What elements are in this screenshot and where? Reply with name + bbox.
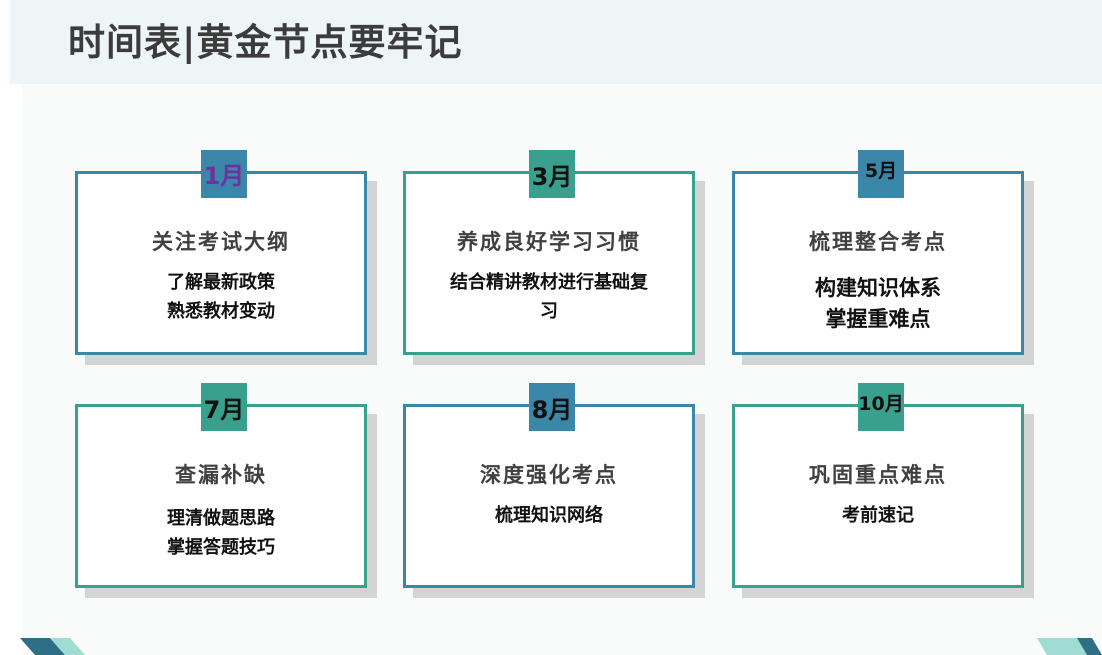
- card-frame: 3月 养成良好学习习惯 结合精讲教材进行基础复 习: [403, 150, 695, 355]
- card-frame: 10月 巩固重点难点 考前速记: [732, 383, 1024, 588]
- timeline-card-oct: 10月 巩固重点难点 考前速记: [732, 383, 1034, 598]
- card-heading: 梳理整合考点: [809, 230, 947, 254]
- card-description: 了解最新政策 熟悉教材变动: [98, 268, 344, 326]
- stripe-shape: [1037, 638, 1087, 655]
- card-heading: 巩固重点难点: [809, 463, 947, 487]
- card-description: 结合精讲教材进行基础复 习: [426, 268, 672, 326]
- month-badge: 8月: [529, 383, 575, 431]
- card-description-line: 熟悉教材变动: [167, 301, 275, 322]
- card-description-line: 构建知识体系: [815, 276, 941, 300]
- page-title: 时间表|黄金节点要牢记: [68, 21, 463, 64]
- card-description-line: 梳理知识网络: [495, 505, 603, 526]
- stripe-shape: [1077, 638, 1102, 655]
- card-frame: 5月 梳理整合考点 构建知识体系 掌握重难点: [732, 150, 1024, 355]
- card-description-line: 掌握重难点: [825, 307, 931, 331]
- month-badge: 10月: [858, 383, 904, 431]
- month-badge: 3月: [529, 150, 575, 198]
- timeline-card-jan: 1月 关注考试大纲 了解最新政策 熟悉教材变动: [75, 150, 377, 365]
- timeline-card-jul: 7月 查漏补缺 理清做题思路 掌握答题技巧: [75, 383, 377, 598]
- decorative-stripes-left: [20, 638, 85, 655]
- stripe-shape: [50, 638, 85, 655]
- card-heading: 关注考试大纲: [152, 230, 290, 254]
- timeline-card-may: 5月 梳理整合考点 构建知识体系 掌握重难点: [732, 150, 1034, 365]
- card-heading: 养成良好学习习惯: [457, 230, 641, 254]
- card-description-line: 习: [540, 301, 558, 322]
- card-frame: 1月 关注考试大纲 了解最新政策 熟悉教材变动: [75, 150, 367, 355]
- card-frame: 8月 深度强化考点 梳理知识网络: [403, 383, 695, 588]
- card-description: 梳理知识网络: [426, 501, 672, 530]
- card-description: 理清做题思路 掌握答题技巧: [98, 504, 344, 562]
- card-heading: 查漏补缺: [175, 463, 267, 487]
- timeline-card-mar: 3月 养成良好学习习惯 结合精讲教材进行基础复 习: [403, 150, 705, 365]
- card-description-line: 了解最新政策: [167, 272, 275, 293]
- card-description: 构建知识体系 掌握重难点: [755, 273, 1001, 335]
- timeline-card-aug: 8月 深度强化考点 梳理知识网络: [403, 383, 705, 598]
- card-description-line: 考前速记: [842, 505, 914, 526]
- month-badge: 7月: [201, 383, 247, 431]
- card-description: 考前速记: [755, 501, 1001, 530]
- month-badge: 1月: [201, 150, 247, 198]
- header-band: [10, 0, 1102, 84]
- decorative-stripes-right: [1037, 638, 1102, 655]
- card-frame: 7月 查漏补缺 理清做题思路 掌握答题技巧: [75, 383, 367, 588]
- card-description-line: 结合精讲教材进行基础复: [450, 272, 648, 293]
- card-description-line: 掌握答题技巧: [167, 537, 275, 558]
- month-badge: 5月: [858, 150, 904, 198]
- card-description-line: 理清做题思路: [167, 508, 275, 529]
- card-heading: 深度强化考点: [480, 463, 618, 487]
